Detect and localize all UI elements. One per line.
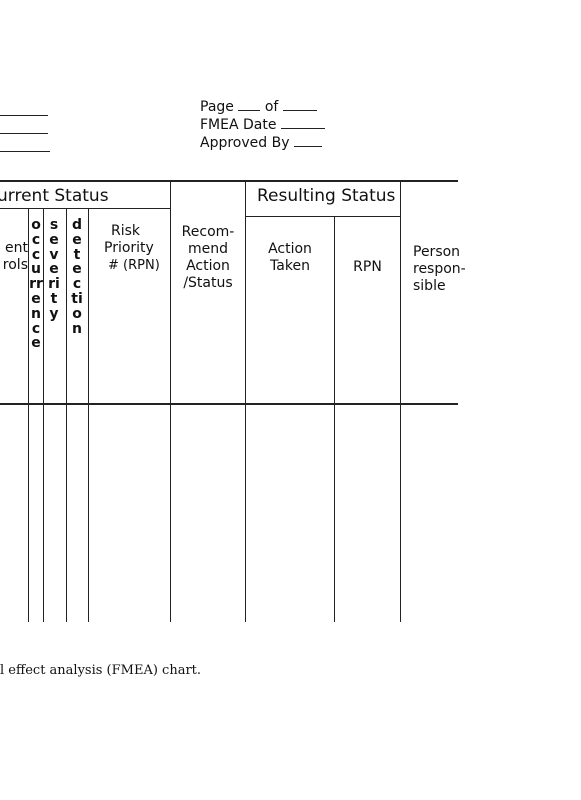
occurrence-header: occurrence: [29, 217, 43, 352]
detection-header: detection: [71, 217, 83, 337]
action-taken-header: Action Taken: [268, 241, 312, 274]
severity-header: severity: [48, 217, 60, 322]
resulting-status-title: Resulting Status: [257, 186, 396, 206]
current-status-title: urrent Status: [0, 186, 109, 206]
resulting-rpn-header: RPN: [353, 259, 382, 275]
recommend-action-header: Recom- mend Action /Status: [181, 224, 235, 291]
fmea-date-field: FMEA Date: [200, 116, 325, 134]
person-responsible-header: Person respon- sible: [413, 244, 466, 294]
current-controls-header: ent rols: [2, 240, 28, 273]
approved-by-field: Approved By: [200, 134, 322, 152]
page-field: Page of: [200, 98, 317, 116]
risk-priority-header: Risk Priority # (RPN): [104, 223, 160, 273]
figure-caption: l effect analysis (FMEA) chart.: [0, 663, 202, 678]
